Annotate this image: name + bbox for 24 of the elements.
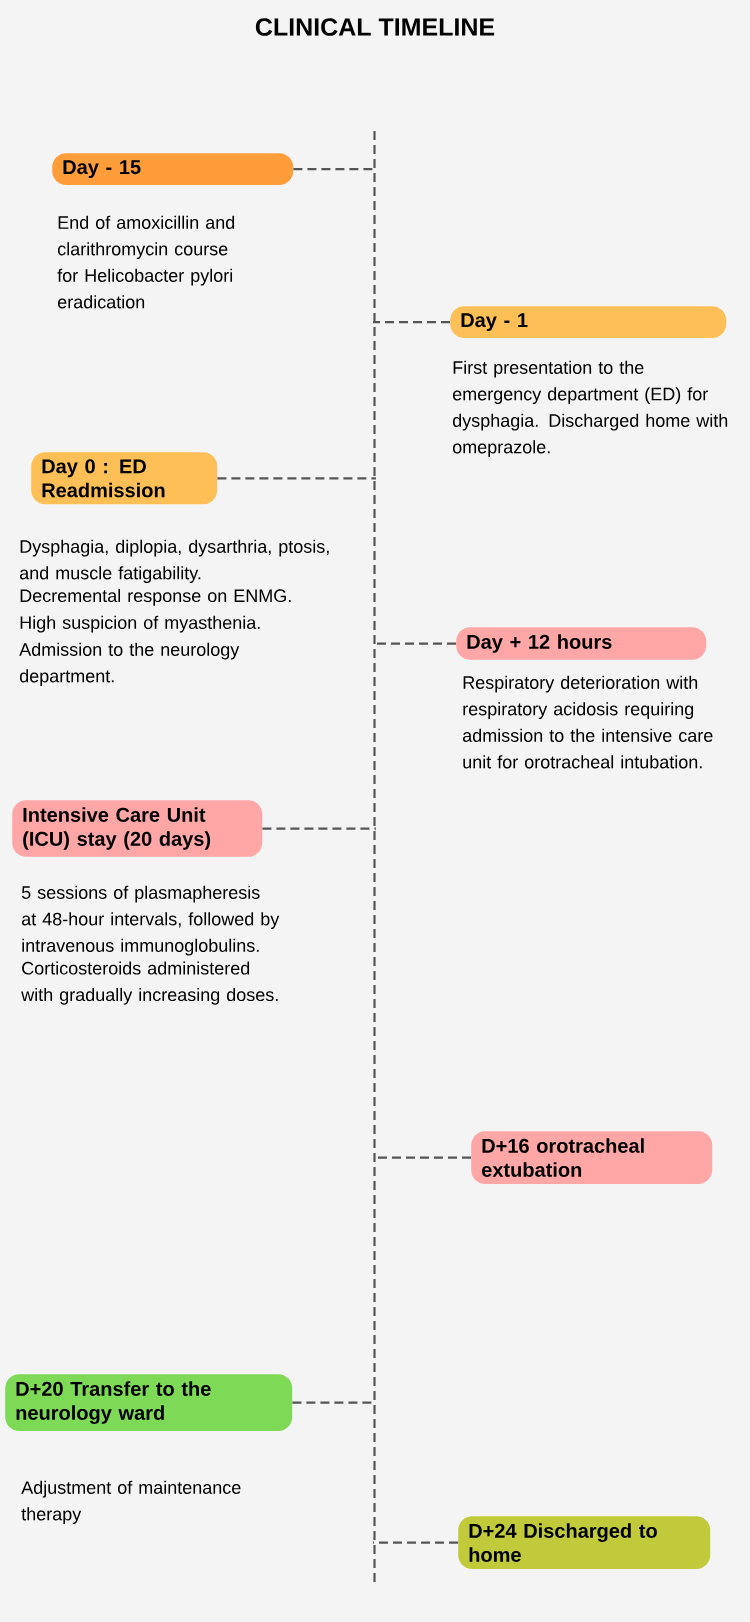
connector-line: [217, 477, 376, 480]
title: CLINICAL TIMELINE: [255, 18, 495, 36]
timeline-axis: [373, 131, 376, 1585]
connector-line: [373, 321, 450, 324]
connector-line: [262, 827, 376, 830]
description-text: First presentation to the emergency department (ED) for dysphagia. Discharged home with omeprazole.: [452, 360, 728, 457]
description-text: Adjustment of maintenance therapy: [21, 1480, 241, 1524]
event-label: D+24 Discharged to home: [458, 1516, 711, 1569]
description-text: Corticosteroids administered with gradually increasing doses.: [21, 961, 278, 1005]
description-text: High suspicion of myasthenia.: [20, 615, 260, 633]
connector-line: [373, 1541, 458, 1544]
event-label: Day - 15: [52, 153, 294, 186]
description-text: Dysphagia, diplopia, dysarthria, ptosis, and muscle fatigability.: [19, 539, 329, 583]
description-text: 5 sessions of plasmapheresis at 48-hour intervals, followed by intravenous immunoglobulins.: [21, 885, 280, 956]
event-label: Day + 12 hours: [456, 627, 707, 660]
event-label: D+20 Transfer to the neurology ward: [5, 1374, 293, 1431]
description-text: Admission to the neurology department.: [19, 642, 240, 686]
event-label: Intensive Care Unit (ICU) stay (20 days): [12, 800, 263, 857]
event-label: Day 0 : ED Readmission: [31, 452, 218, 505]
description-text: Respiratory deterioration with respiratory acidosis requiring admission to the intensive care unit for orotracheal intubation.: [462, 675, 713, 769]
description-text: Decremental response on ENMG.: [20, 588, 291, 606]
description-text: End of amoxicillin and clarithromycin course for Helicobacter pylori eradication: [57, 215, 235, 309]
event-label: D+16 orotracheal extubation: [471, 1131, 713, 1184]
event-label: Day - 1: [450, 306, 727, 339]
